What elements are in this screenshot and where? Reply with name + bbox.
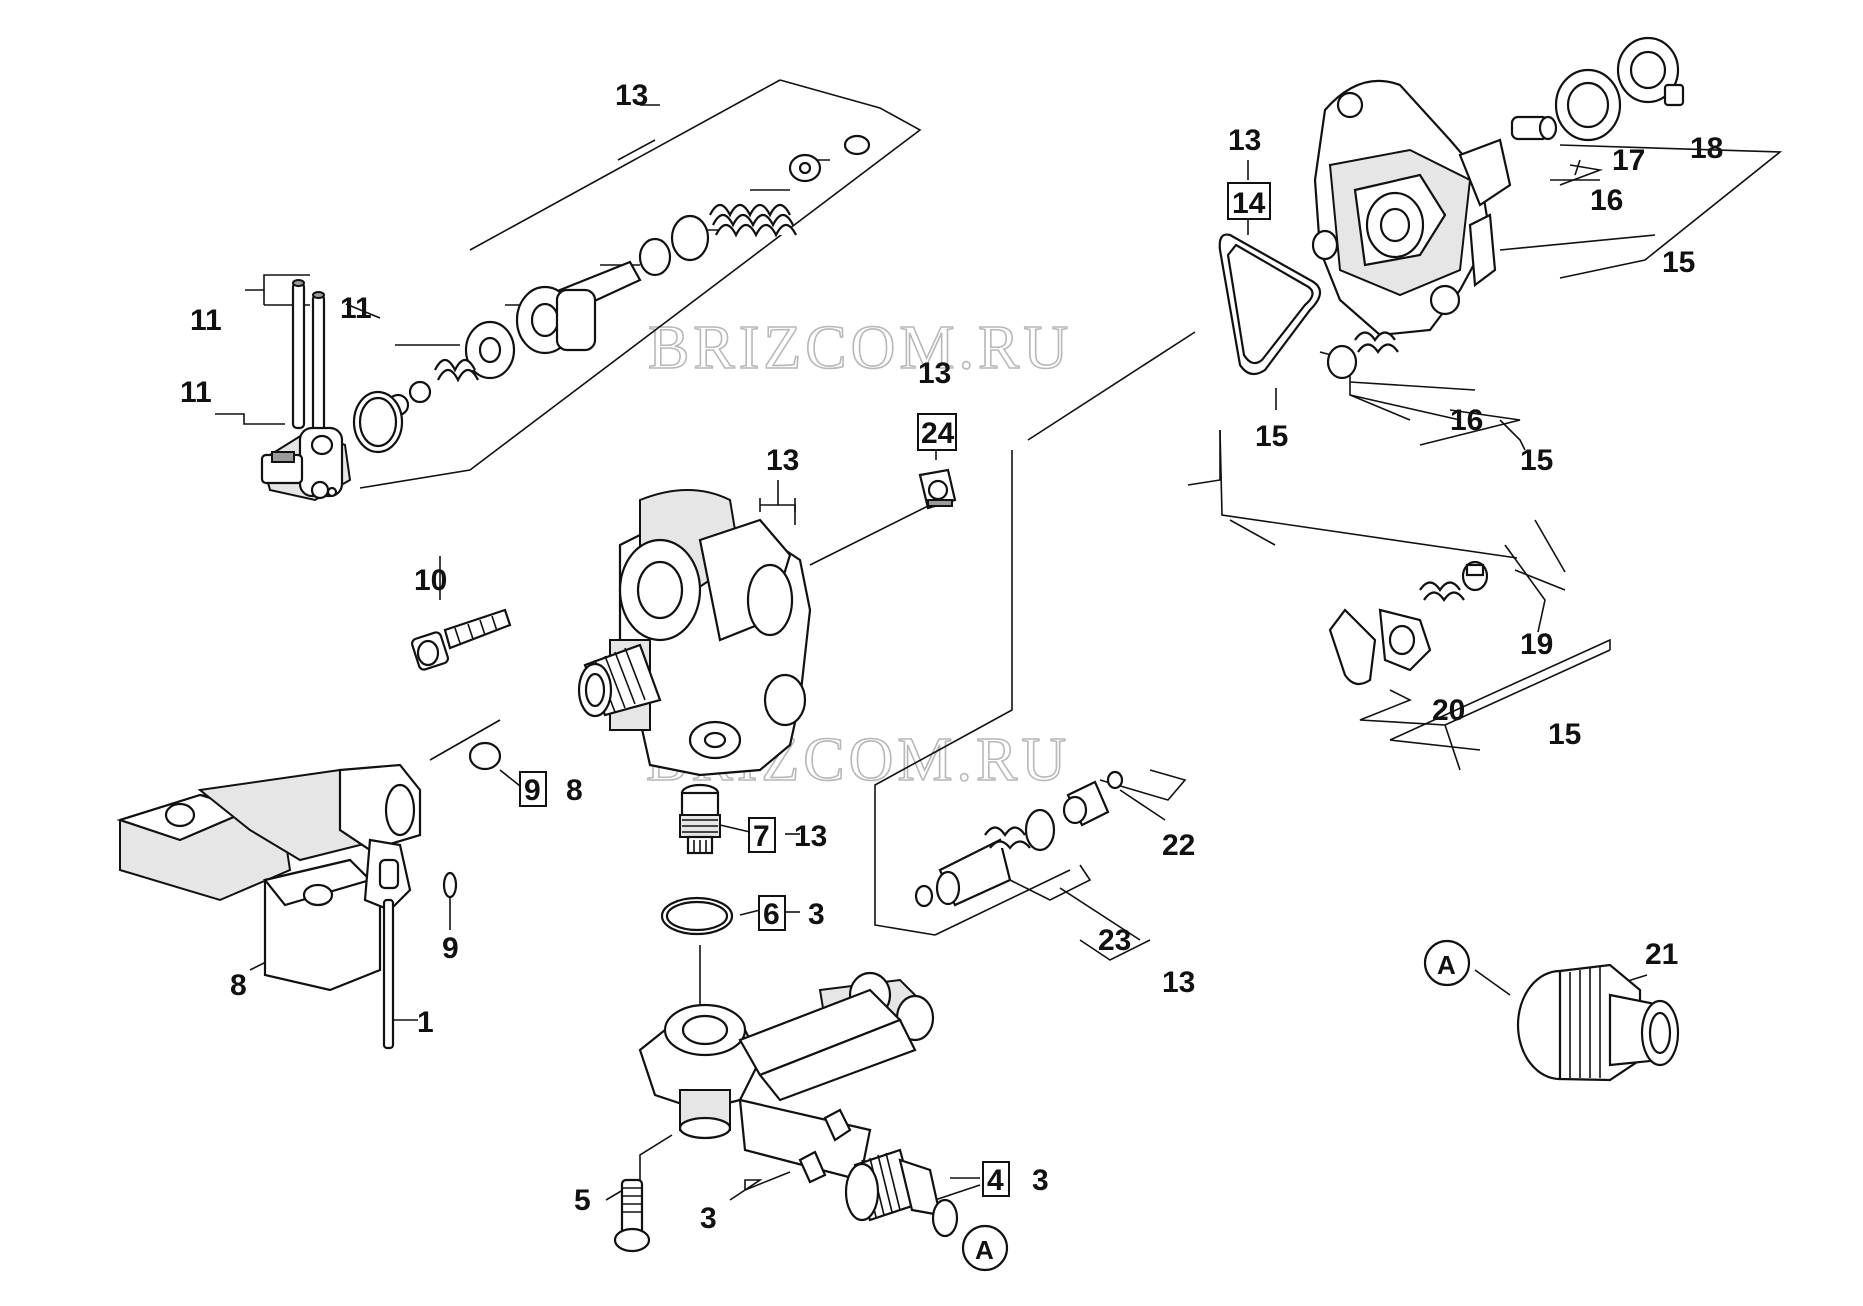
gasket-14 bbox=[1218, 233, 1322, 376]
callout-11-a: 11 bbox=[190, 304, 222, 337]
ref-a-circle-1 bbox=[1423, 939, 1471, 987]
callout-6-box: 6 bbox=[763, 898, 780, 931]
callout-24: 24 bbox=[921, 417, 955, 450]
callout-box-14 bbox=[1227, 182, 1271, 220]
callout-15-c: 15 bbox=[1662, 246, 1695, 279]
callout-7-box: 7 bbox=[753, 820, 770, 853]
callout-box-6 bbox=[758, 895, 786, 931]
callout-box-24 bbox=[917, 413, 957, 451]
callout-labels: 13 11 11 11 13 24 13 10 9 8 7 13 6 3 9 8… bbox=[180, 79, 1723, 1265]
callout-5: 5 bbox=[574, 1184, 591, 1217]
watermark-upper: BRIZCOM.RU bbox=[648, 314, 1072, 382]
valve-parts-23 bbox=[914, 808, 1056, 908]
pin-rods-11 bbox=[291, 279, 326, 447]
ref-a-circle-2 bbox=[961, 1224, 1009, 1272]
callout-4-box: 4 bbox=[987, 1164, 1004, 1197]
connector-21 bbox=[1516, 963, 1680, 1082]
spring-16 bbox=[1326, 331, 1399, 380]
plug-16 bbox=[1510, 115, 1558, 141]
callout-9-box: 9 bbox=[524, 774, 541, 807]
callout-box-9 bbox=[519, 771, 547, 807]
callout-20: 20 bbox=[1432, 694, 1465, 727]
callout-13-body: 13 bbox=[766, 444, 799, 477]
callout-a-1: A bbox=[1437, 950, 1456, 980]
ring-17 bbox=[1554, 68, 1622, 142]
callout-8-b: 8 bbox=[230, 969, 247, 1002]
callout-11-b: 11 bbox=[340, 292, 372, 325]
callout-16-a: 16 bbox=[1450, 404, 1483, 437]
callout-21: 21 bbox=[1645, 938, 1678, 971]
callout-22: 22 bbox=[1162, 829, 1195, 862]
o-ring-6-inner bbox=[665, 900, 729, 932]
callout-15-d: 15 bbox=[1548, 718, 1581, 751]
valve-assembly-13 bbox=[352, 134, 871, 454]
spring-13 bbox=[709, 203, 797, 238]
callout-15-b: 15 bbox=[1520, 444, 1553, 477]
injector-11 bbox=[260, 426, 352, 502]
callout-17: 17 bbox=[1612, 144, 1645, 177]
mounting-bracket-8 bbox=[116, 763, 422, 992]
callout-23: 23 bbox=[1098, 924, 1131, 957]
callout-8-a: 8 bbox=[566, 774, 583, 807]
callout-13-23: 13 bbox=[1162, 966, 1195, 999]
callout-14-box: 14 bbox=[1232, 187, 1266, 220]
inlet-filter-4 bbox=[844, 1148, 959, 1238]
callout-11-c: 11 bbox=[180, 376, 212, 409]
gasket-20 bbox=[1328, 608, 1432, 686]
housing-threaded-outlet bbox=[577, 643, 662, 718]
callout-1: 1 bbox=[417, 1006, 434, 1039]
callout-13-top: 13 bbox=[615, 79, 648, 112]
o-ring-9-upper bbox=[468, 741, 502, 771]
pump-housing-13 bbox=[577, 489, 812, 777]
callout-a-2: A bbox=[975, 1235, 994, 1265]
callout-13-r: 13 bbox=[1228, 124, 1261, 157]
callout-16-b: 16 bbox=[1590, 184, 1623, 217]
screw-5 bbox=[613, 1178, 651, 1253]
valve-parts-22 bbox=[1062, 770, 1124, 827]
callout-box-7 bbox=[748, 817, 776, 853]
callout-19: 19 bbox=[1520, 628, 1553, 661]
callout-box-4 bbox=[982, 1161, 1010, 1197]
callout-3-4: 3 bbox=[1032, 1164, 1049, 1197]
inlet-manifold-3 bbox=[638, 971, 935, 1184]
callout-3-6: 3 bbox=[808, 898, 825, 931]
valve-parts-19 bbox=[1419, 560, 1489, 602]
callout-9-b: 9 bbox=[442, 932, 459, 965]
valve-insert-7 bbox=[679, 783, 721, 855]
screw-10 bbox=[410, 608, 512, 671]
callout-10: 10 bbox=[414, 564, 447, 597]
pump-head-15 bbox=[1311, 79, 1512, 337]
leader-lines bbox=[215, 79, 1783, 1206]
callout-18: 18 bbox=[1690, 132, 1723, 165]
callout-15-a: 15 bbox=[1255, 420, 1288, 453]
callout-13-7: 13 bbox=[794, 820, 827, 853]
o-ring-9-lower bbox=[442, 871, 458, 899]
pin-1 bbox=[382, 898, 395, 1050]
callout-3-b: 3 bbox=[700, 1202, 717, 1235]
clip-24 bbox=[918, 468, 957, 510]
cap-18 bbox=[1616, 36, 1685, 107]
callout-13-mid: 13 bbox=[918, 357, 951, 390]
